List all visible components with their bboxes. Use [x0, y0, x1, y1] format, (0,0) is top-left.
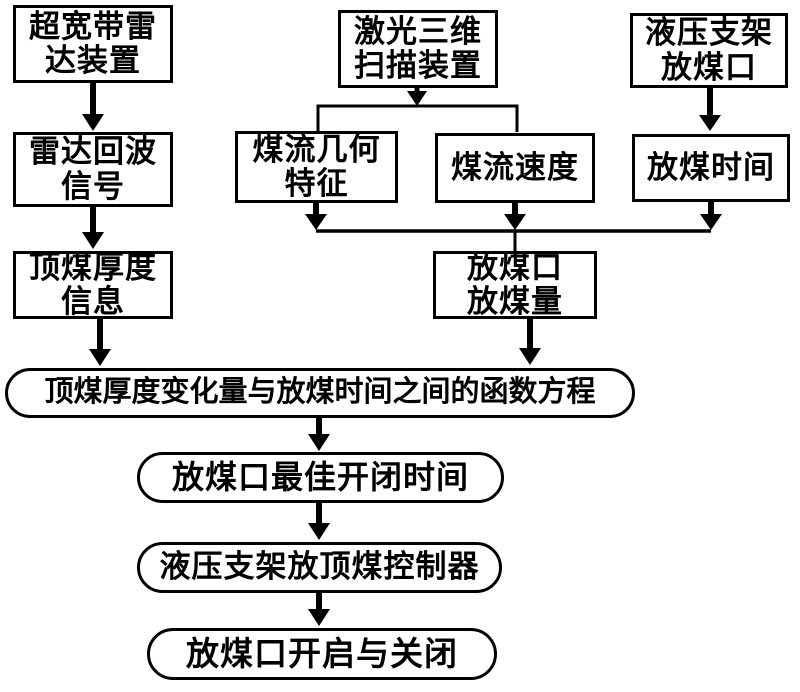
arrow-port-to-time	[699, 88, 721, 131]
arrow-echo-to-thickness	[82, 207, 104, 249]
arrow-equation-to-opttime	[308, 418, 330, 451]
node-thickness-time-function-equation: 顶煤厚度变化量与放煤时间之间的函数方程	[5, 368, 635, 418]
node-laser-3d-scanner: 激光三维 扫描装置	[338, 10, 498, 88]
node-uwb-radar-device: 超宽带雷 达装置	[13, 5, 173, 83]
arrow-uwb-to-echo	[82, 82, 104, 131]
arrow-opttime-to-controller	[308, 503, 330, 540]
branch-line-scanner	[316, 104, 519, 132]
node-coal-drawing-time: 放煤时间	[632, 134, 790, 202]
node-hydraulic-support-coal-port: 液压支架 放煤口	[630, 13, 788, 88]
node-coal-port-discharge-amount: 放煤口 放煤量	[433, 250, 597, 319]
node-coal-flow-speed: 煤流速度	[435, 133, 595, 203]
node-radar-echo-signal: 雷达回波 信号	[13, 132, 173, 207]
arrow-geometry-to-collector	[305, 203, 327, 230]
arrow-controller-to-openclose	[308, 593, 330, 626]
node-coal-port-open-close: 放煤口开启与关闭	[147, 628, 497, 680]
arrow-speed-to-collector	[504, 203, 526, 230]
node-optimal-open-close-time: 放煤口最佳开闭时间	[137, 452, 504, 503]
node-top-coal-thickness-info: 顶煤厚度 信息	[13, 250, 173, 319]
arrow-amount-to-equation	[519, 319, 541, 365]
arrow-scanner-to-branch	[407, 87, 427, 106]
node-coal-flow-geometry: 煤流几何 特征	[235, 131, 398, 203]
arrow-time-to-collector	[700, 202, 722, 230]
arrow-thickness-to-equation	[89, 319, 111, 366]
node-top-coal-caving-controller: 液压支架放顶煤控制器	[137, 542, 502, 593]
